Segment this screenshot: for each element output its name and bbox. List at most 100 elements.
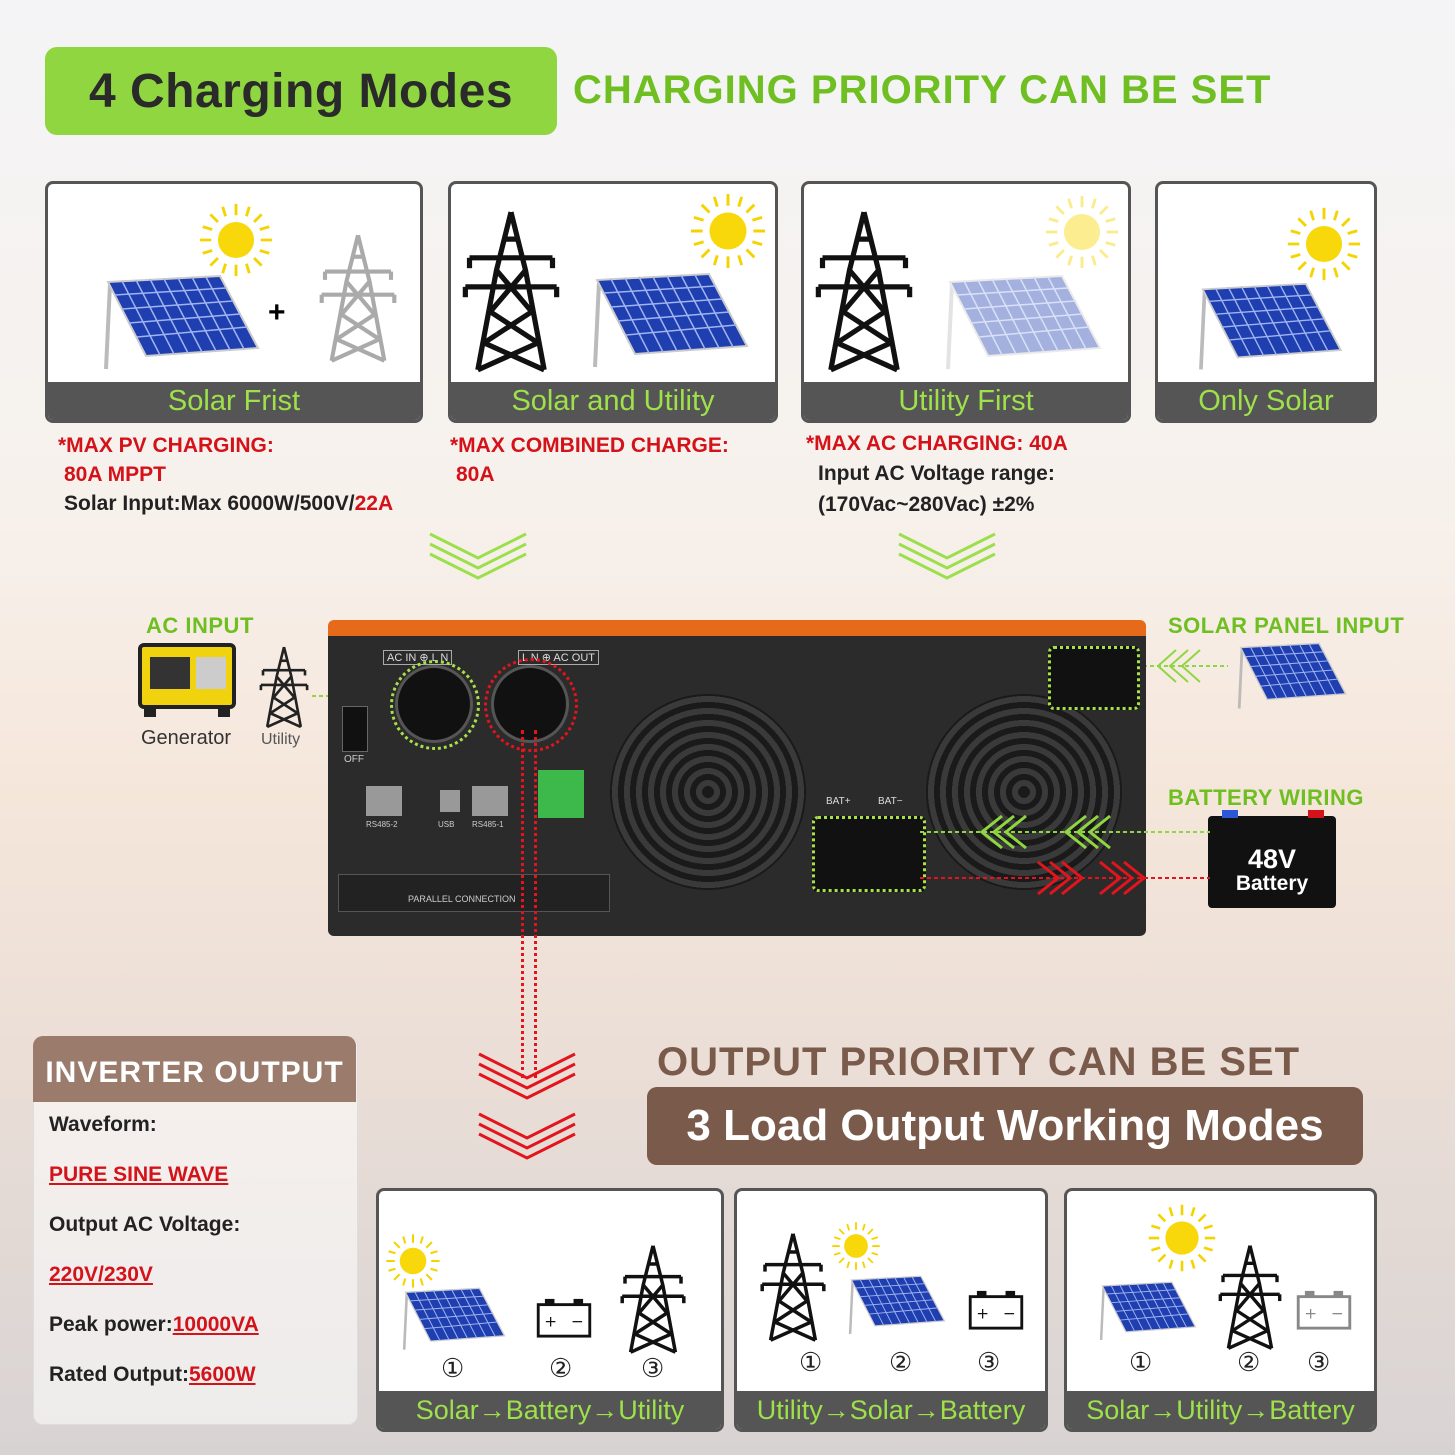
step-1: ①: [441, 1353, 465, 1383]
output-mode-label: Solar→Battery→Utility: [379, 1391, 721, 1429]
battery-text: Battery: [1235, 872, 1309, 895]
note-combined-line1: *MAX COMBINED CHARGE:: [450, 434, 729, 457]
cooling-fan-right: [926, 694, 1122, 890]
power-switch[interactable]: [342, 706, 368, 752]
utility-label: Utility: [261, 731, 301, 748]
solar-panel-icon: [579, 272, 759, 372]
solar-panel-icon: [100, 274, 260, 374]
note-pv-line1: *MAX PV CHARGING:: [58, 434, 274, 457]
note-combined-charge: *MAX COMBINED CHARGE: 80A: [450, 431, 729, 489]
chevron-down-icon: [428, 532, 528, 584]
mode-label: Solar Frist: [48, 382, 420, 420]
mode-card-solar-first: + Solar Frist: [45, 181, 423, 423]
power-tower-icon: [617, 1243, 689, 1355]
note-ac-line1: *MAX AC CHARGING: 40A: [806, 432, 1068, 455]
output-card-utility-solar-battery: ① ② ③ Utility→Solar→Battery: [734, 1188, 1048, 1432]
chevron-down-icon: [477, 1112, 577, 1164]
waveform-label: Waveform:: [49, 1113, 157, 1136]
step-3: ③: [977, 1347, 1001, 1377]
ac-input-label: AC INPUT: [146, 613, 254, 638]
note-ac-line2: Input AC Voltage range:: [818, 462, 1055, 485]
sun-icon: [198, 202, 274, 278]
solar-panel-icon: [1226, 642, 1356, 712]
mode-label: Utility First: [804, 382, 1128, 420]
battery-48v-icon: 48V Battery: [1208, 810, 1336, 908]
solar-panel-icon: [1184, 282, 1354, 374]
mode-card-solar-and-utility: Solar and Utility: [448, 181, 778, 423]
note-ac-line3: (170Vac~280Vac) ±2%: [818, 493, 1035, 516]
solar-input-text: Solar Input:Max 6000W/500V/: [64, 492, 355, 515]
bat-pos-label: BAT+: [826, 796, 851, 807]
solar-panel-icon: [395, 1287, 511, 1353]
voltage-label: Output AC Voltage:: [49, 1213, 241, 1236]
solar-input-arrow: [1136, 649, 1228, 683]
plus-sign: +: [268, 296, 286, 329]
charging-modes-title: 4 Charging Modes: [45, 47, 557, 135]
step-3: ③: [641, 1353, 665, 1383]
battery-wiring-arrows: [920, 814, 1210, 896]
peak-power-row: Peak power:10000VA: [49, 1313, 259, 1337]
power-tower-icon: [459, 208, 563, 374]
sun-icon: [1286, 206, 1362, 282]
rs485-1-label: RS485-1: [472, 820, 504, 829]
power-tower-icon: [757, 1231, 829, 1343]
ac-output-line: [521, 730, 537, 1078]
output-card-solar-battery-utility: ① ② ③ Solar→Battery→Utility: [376, 1188, 724, 1432]
mode-card-utility-first: Utility First: [801, 181, 1131, 423]
usb-label: USB: [438, 820, 455, 829]
cooling-fan-left: [610, 694, 806, 890]
solar-panel-icon: [932, 274, 1112, 374]
sun-icon: [831, 1221, 881, 1271]
output-mode-label: Utility→Solar→Battery: [737, 1391, 1045, 1429]
battery-icon: [1295, 1289, 1353, 1331]
voltage-value: 220V/230V: [49, 1263, 153, 1286]
ac-in-highlight: [390, 660, 480, 750]
solar-input-current: 22A: [354, 492, 394, 515]
off-label: OFF: [344, 754, 364, 765]
battery-port: [812, 816, 926, 892]
battery-voltage: 48V: [1247, 844, 1297, 874]
rs485-2-port[interactable]: [366, 786, 402, 816]
solar-panel-icon: [1089, 1281, 1205, 1343]
pv-input-port: [1048, 646, 1140, 710]
note-ac-charging: *MAX AC CHARGING: 40A Input AC Voltage r…: [806, 429, 1068, 520]
mode-card-only-solar: Only Solar: [1155, 181, 1377, 423]
rated-output-label: Rated Output:: [49, 1363, 189, 1386]
inverter-unit: AC IN ⊕ L N L N ⊕ AC OUT OFF RS485-2 USB…: [328, 620, 1146, 936]
parallel-label: PARALLEL CONNECTION: [408, 894, 516, 904]
generator-label: Generator: [141, 727, 232, 749]
output-priority-title: OUTPUT PRIORITY CAN BE SET: [657, 1040, 1301, 1084]
output-card-solar-utility-battery: ① ② ③ Solar→Utility→Battery: [1064, 1188, 1377, 1432]
battery-icon: [967, 1289, 1025, 1331]
battery-icon: [535, 1297, 593, 1339]
waveform-value: PURE SINE WAVE: [49, 1163, 229, 1186]
step-3: ③: [1307, 1347, 1331, 1377]
power-tower-icon: [313, 232, 403, 364]
rated-output-value: 5600W: [188, 1363, 256, 1386]
note-combined-line2: 80A: [456, 463, 495, 486]
usb-port[interactable]: [440, 790, 460, 812]
charging-modes-title-text: 4 Charging Modes: [88, 64, 514, 118]
step-2: ②: [1237, 1347, 1261, 1377]
note-pv-charging: *MAX PV CHARGING: 80A MPPT Solar Input:M…: [58, 431, 393, 518]
parallel-port: [338, 874, 610, 912]
mode-label: Solar and Utility: [451, 382, 775, 420]
dry-contact-terminal: [538, 770, 584, 818]
sun-icon: [385, 1233, 441, 1289]
note-pv-line2: 80A MPPT: [64, 463, 166, 486]
step-2: ②: [889, 1347, 913, 1377]
bat-neg-label: BAT−: [878, 796, 903, 807]
rated-output-row: Rated Output:5600W: [49, 1363, 256, 1387]
ac-out-highlight: [484, 658, 578, 752]
load-output-modes-title: 3 Load Output Working Modes: [647, 1087, 1363, 1165]
power-tower-icon: [1215, 1243, 1285, 1351]
solar-panel-input-label: SOLAR PANEL INPUT: [1168, 613, 1405, 638]
battery-wiring-label: BATTERY WIRING: [1168, 785, 1365, 810]
step-2: ②: [549, 1353, 573, 1383]
note-pv-line3: Solar Input:Max 6000W/500V/22A: [58, 489, 393, 518]
rs485-1-port[interactable]: [472, 786, 508, 816]
chevron-down-icon: [477, 1052, 577, 1104]
power-tower-icon: [257, 645, 311, 729]
rs485-2-label: RS485-2: [366, 820, 398, 829]
sun-icon: [1147, 1203, 1217, 1273]
